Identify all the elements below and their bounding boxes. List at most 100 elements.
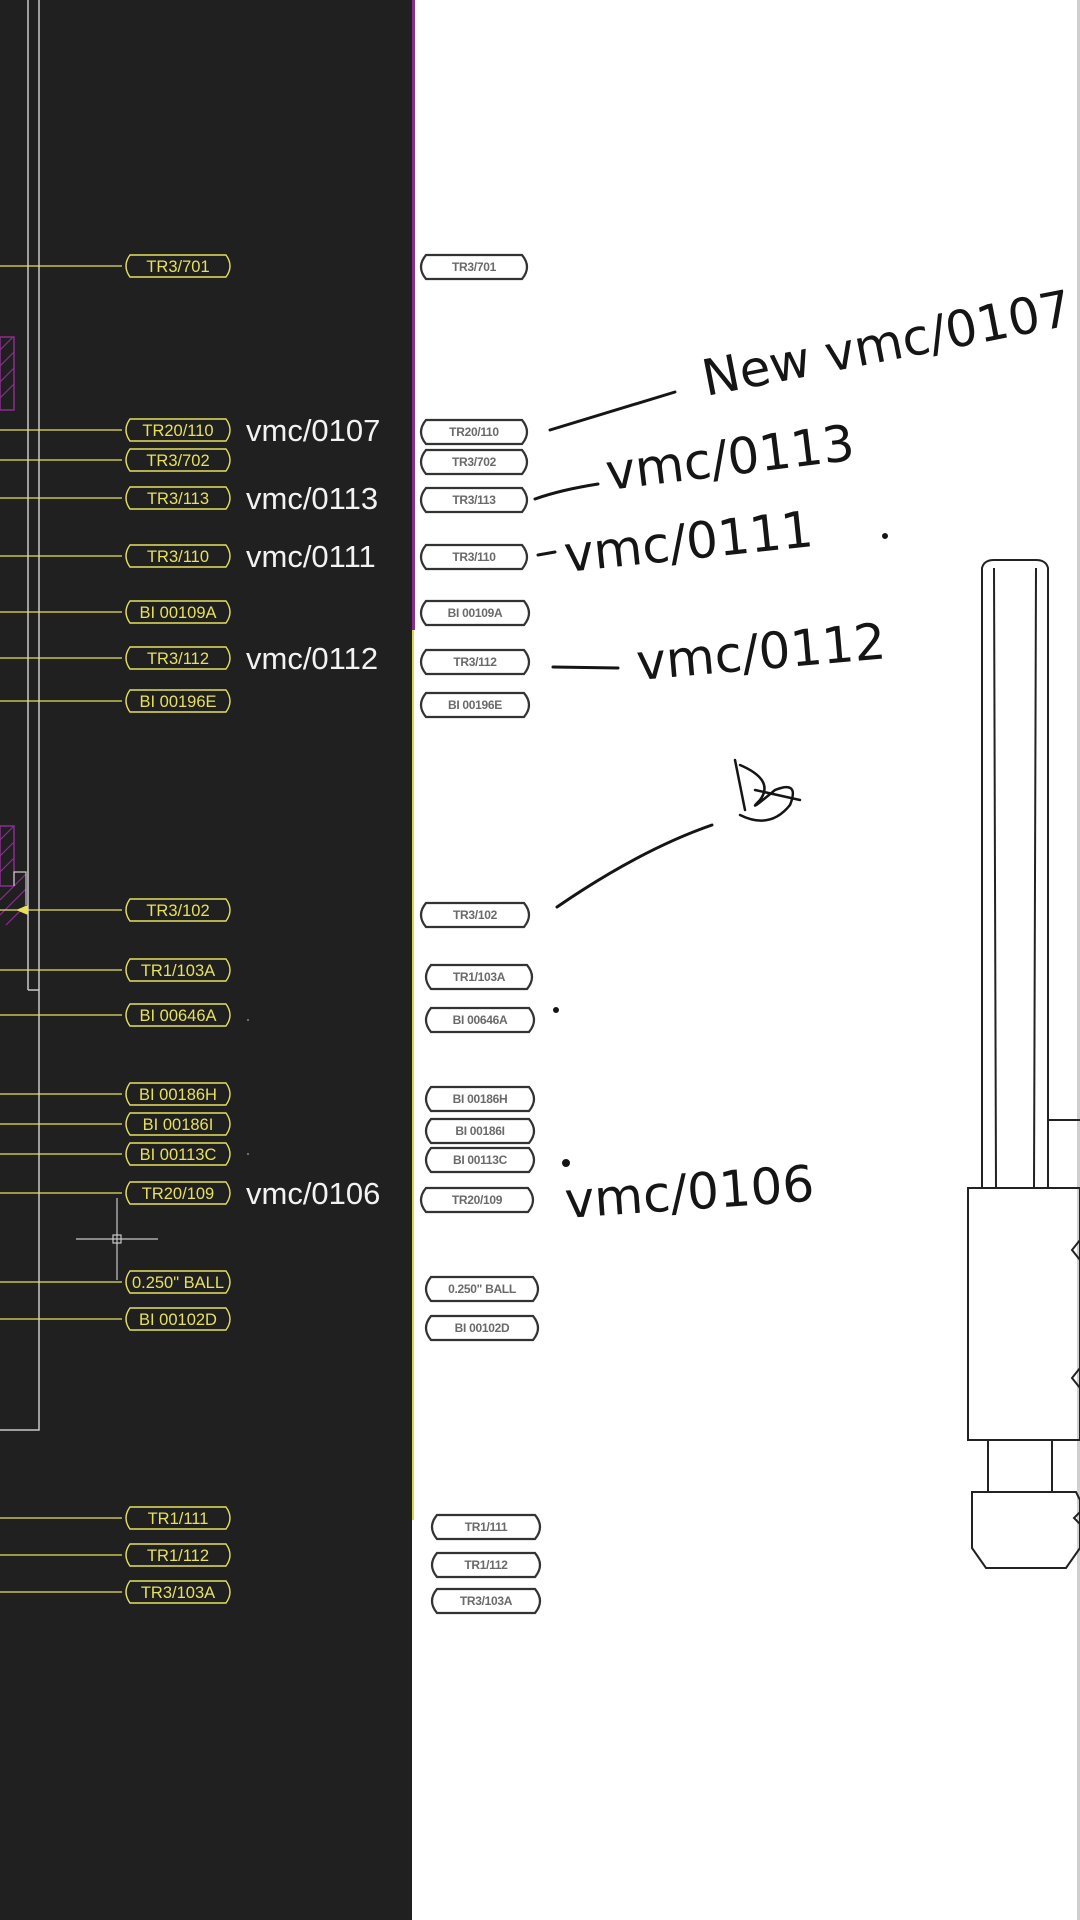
tag-label: BI 00196E [139,693,216,711]
annotation-line-0113 [533,482,600,501]
tag-label: TR3/110 [452,550,496,564]
cad-tag-bi-00646a[interactable]: BI 00646A [0,1003,231,1027]
tag-label: BI 00109A [139,604,216,622]
tag-label: BI 00186H [453,1092,508,1106]
annotation-dot-0106 [562,1159,570,1167]
tag-label: TR3/113 [147,490,209,508]
cad-tag-tr3-702[interactable]: TR3/702 [0,448,231,472]
tag-label: TR3/701 [146,258,209,276]
annotation-strokes [533,390,888,1167]
tag-balloon [424,963,534,991]
tag-balloon [125,418,231,442]
cad-tag-tr3-701[interactable]: TR3/701 [0,254,231,278]
tag-balloon [125,1181,231,1205]
tag-label: TR1/103A [453,970,506,984]
tag-balloon [419,253,529,281]
tag-label: TR3/112 [453,655,497,669]
tag-label: BI 00186I [143,1116,214,1134]
annotation-dot [882,533,888,539]
cad-tag-bi-00113c[interactable]: BI 00113C [0,1142,231,1166]
tag-label: BI 00102D [139,1311,217,1329]
handwritten-note-0112: vmc/0112 [634,612,888,692]
tag-label: BI 00109A [448,606,503,620]
tag-balloon [125,958,231,982]
tag-balloon [424,1275,540,1303]
tag-balloon [125,254,231,278]
annotation-dot [553,1007,559,1013]
tag-label: TR20/109 [452,1193,503,1207]
part-drawing [967,559,1080,1569]
tag-label: 0.250" BALL [448,1282,516,1296]
scan-tag-bi-00109a: BI 00109A [419,599,531,627]
tag-balloon [424,1006,536,1034]
cad-tag-tr1-112[interactable]: TR1/112 [0,1543,231,1567]
annotation-line-0112 [551,665,620,670]
scan-tag-bi-00646a: BI 00646A [424,1006,536,1034]
vmc-note-vmc-0107: vmc/0107 [246,413,380,448]
tag-balloon [125,448,231,472]
cad-tag-bi-00196e[interactable]: BI 00196E [0,689,231,713]
tag-balloon [125,1270,231,1294]
cad-tag-tr1-111[interactable]: TR1/111 [0,1506,231,1530]
tag-balloon [125,898,231,922]
tag-label: BI 00186I [455,1124,504,1138]
tag-label: TR3/103A [460,1594,513,1608]
tag-balloon [419,448,529,476]
cad-tag-bi-00186i[interactable]: BI 00186I [0,1112,231,1136]
scan-tag-tr3-103a: TR3/103A [430,1587,542,1615]
cad-tag-tr3-102[interactable]: TR3/102 [0,898,231,922]
cad-tag-bi-00186h[interactable]: BI 00186H [0,1082,231,1106]
tag-balloon [125,646,231,670]
scan-tag-tr3-102: TR3/102 [419,901,531,929]
cad-tag-tr1-103a[interactable]: TR1/103A [0,958,231,982]
tag-balloon [125,544,231,568]
vmc-note-vmc-0112: vmc/0112 [246,641,378,676]
tag-balloon [125,1142,231,1166]
annotation-line-signature [555,823,714,909]
tag-balloon [125,1580,231,1604]
tag-balloon [125,689,231,713]
stray-mark [247,1019,249,1021]
tag-balloon [125,1112,231,1136]
tag-label: BI 00186H [139,1086,217,1104]
tag-balloon [424,1117,536,1145]
scan-tag-bi-00113c: BI 00113C [424,1146,536,1174]
scan-tag-tr20-109: TR20/109 [419,1186,535,1214]
tag-balloon [419,648,531,676]
tag-label: TR3/702 [452,455,497,469]
tag-label: 0.250" BALL [132,1274,224,1292]
divider-magenta-top [412,0,415,630]
scan-tag-bi-00186h: BI 00186H [424,1085,536,1113]
tag-label: TR3/103A [141,1584,215,1602]
cad-tag-tr3-103a[interactable]: TR3/103A [0,1580,231,1604]
cad-tag-tr3-110[interactable]: TR3/110 vmc/0111 [0,539,376,574]
cad-tag-bi-00102d[interactable]: BI 00102D [0,1307,231,1331]
vmc-note-vmc-0111: vmc/0111 [246,539,376,574]
divider-yellow [412,630,414,1520]
scan-tag-bi-00102d: BI 00102D [424,1314,540,1342]
scan-tag-tr3-701: TR3/701 [419,253,529,281]
scan-tag-bi-00196e: BI 00196E [419,691,531,719]
tag-balloon [125,1543,231,1567]
stray-mark [247,1153,249,1155]
cad-tag-0-250-ball[interactable]: 0.250" BALL [0,1270,231,1294]
tag-balloon [125,1082,231,1106]
tag-balloon [125,486,231,510]
scan-edge [1077,0,1080,1920]
tag-label: TR3/110 [147,548,209,566]
tag-balloon [125,1307,231,1331]
hatched-section-upper [0,336,15,411]
leader-arrowhead-icon [16,905,28,915]
part-outline-lower [0,989,40,1431]
cad-tag-bi-00109a[interactable]: BI 00109A [0,600,231,624]
handwritten-note-0106: vmc/0106 [563,1155,816,1230]
tag-balloon [419,418,529,446]
tag-balloon [424,1314,540,1342]
